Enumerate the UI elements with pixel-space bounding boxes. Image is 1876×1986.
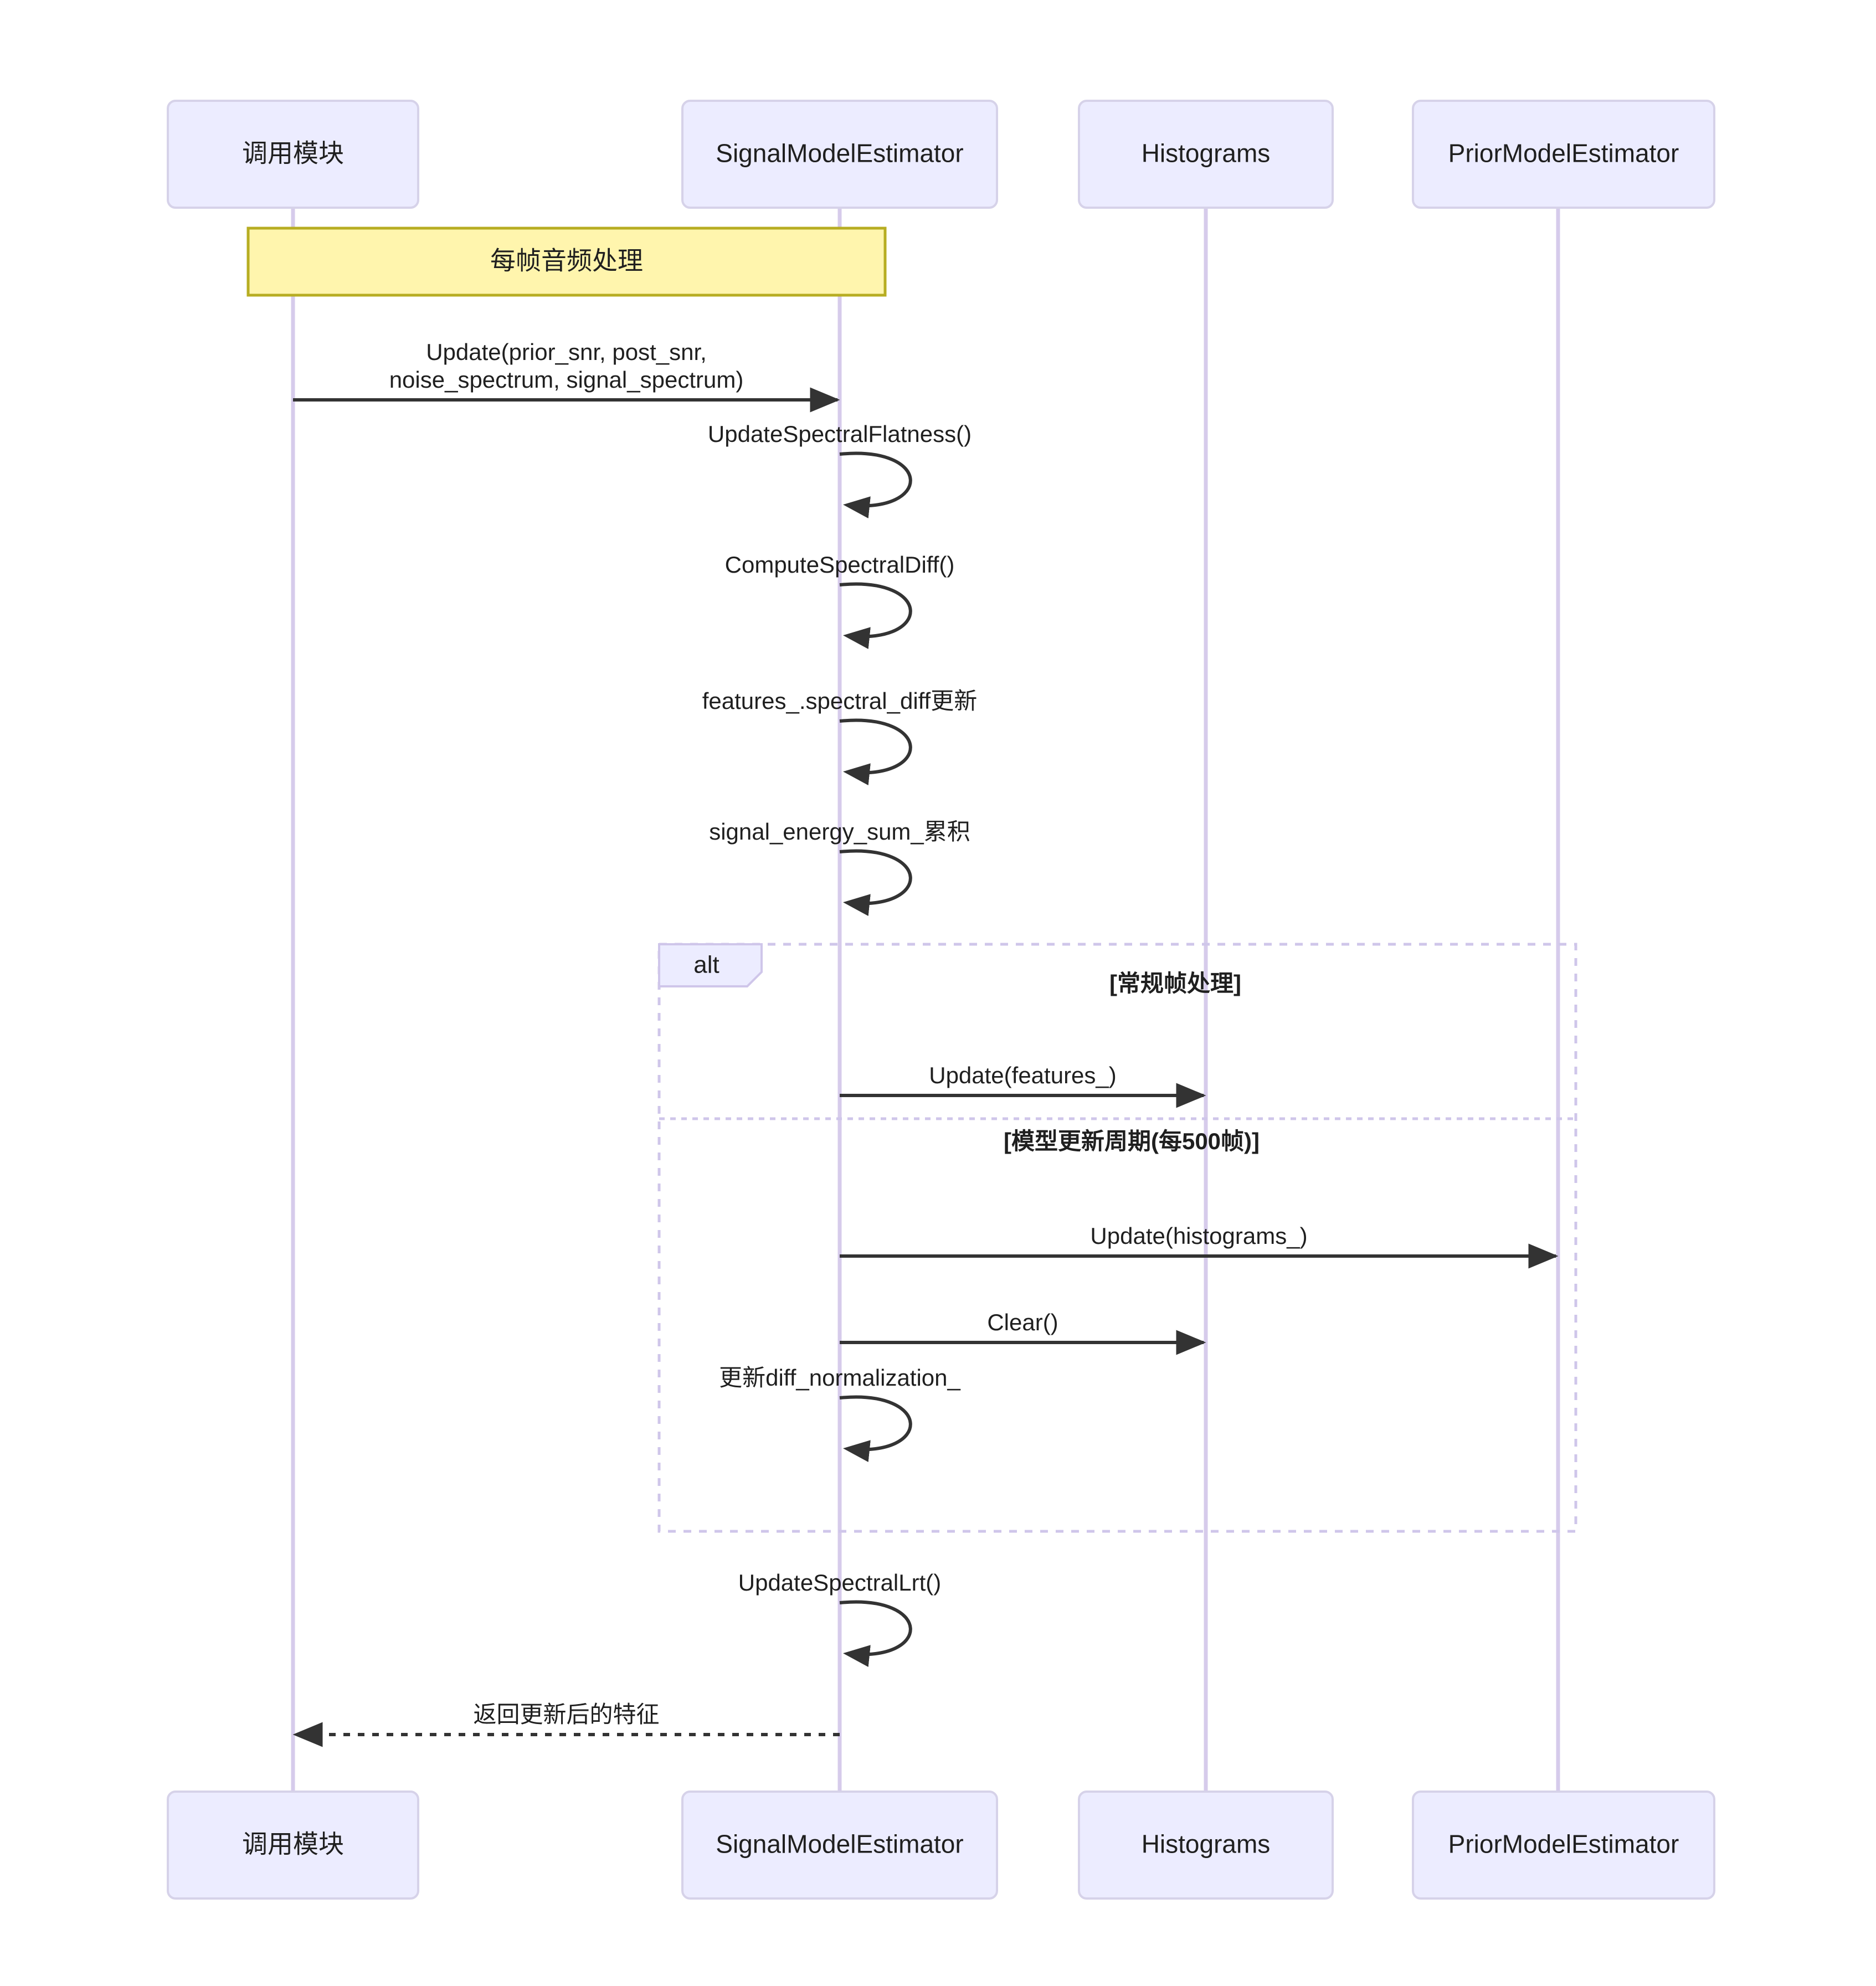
fragment-alt1: alt [常规帧处理] [模型更新周期(每500帧)]	[657, 943, 1577, 1533]
message-label-line-0: UpdateSpectralLrt()	[738, 1570, 942, 1596]
message-m4[interactable]: features_.spectral_diff更新	[702, 688, 977, 785]
message-m2[interactable]: UpdateSpectralFlatness()	[708, 421, 972, 518]
message-m7[interactable]: Update(histograms_)	[840, 1223, 1559, 1269]
participant-box	[1078, 1791, 1334, 1900]
fragment-condition-label-1: [模型更新周期(每500帧)]	[1004, 1128, 1260, 1154]
participant-label: PriorModelEstimator	[1448, 1830, 1679, 1859]
note-box	[246, 227, 887, 297]
note-layer: 每帧音频处理	[246, 227, 887, 297]
message-label-line-0: 更新diff_normalization_	[719, 1365, 960, 1391]
message-label-line-0: UpdateSpectralFlatness()	[708, 421, 972, 447]
self-call-loop	[839, 849, 912, 916]
message-label-line-0: features_.spectral_diff更新	[702, 688, 977, 714]
note-every-frame: 每帧音频处理	[246, 227, 887, 297]
message-m3[interactable]: ComputeSpectralDiff()	[725, 552, 955, 649]
message-label-line-0: signal_energy_sum_累积	[709, 819, 970, 845]
participant-label: 调用模块	[242, 1830, 344, 1859]
participant-box	[167, 100, 419, 209]
message-m9[interactable]: 更新diff_normalization_	[719, 1365, 961, 1462]
note-label: 每帧音频处理	[490, 246, 643, 275]
participant-label: Histograms	[1142, 139, 1271, 168]
participant-box	[1078, 100, 1334, 209]
self-call-loop	[839, 1395, 912, 1462]
self-call-loop	[839, 451, 912, 518]
participant-caller-top[interactable]: 调用模块	[167, 100, 419, 209]
message-label-line-0: ComputeSpectralDiff()	[725, 552, 955, 578]
fragment-operator-label: alt	[693, 951, 719, 979]
participant-label: SignalModelEstimator	[716, 1830, 963, 1859]
self-call-loop	[839, 582, 912, 649]
actor-boxes-top: 调用模块 SignalModelEstimator Histograms PriorM…	[167, 100, 1715, 209]
participant-signal-top[interactable]: SignalModelEstimator	[681, 100, 998, 209]
participant-signal-bottom[interactable]: SignalModelEstimator	[681, 1791, 998, 1900]
fragment-operator-tab	[658, 943, 763, 987]
participant-prior-bottom[interactable]: PriorModelEstimator	[1412, 1791, 1715, 1900]
self-call-loop	[839, 718, 912, 785]
participant-label: Histograms	[1142, 1830, 1271, 1859]
message-m6[interactable]: Update(features_)	[840, 1062, 1206, 1108]
participant-label: 调用模块	[242, 139, 344, 168]
fragment-frame	[657, 943, 1577, 1533]
message-label-line-0: 返回更新后的特征	[473, 1701, 659, 1727]
actor-boxes-bottom: 调用模块 SignalModelEstimator Histograms PriorM…	[167, 1791, 1715, 1900]
participant-box	[1412, 1791, 1715, 1900]
participant-box	[681, 100, 998, 209]
participant-box	[1412, 100, 1715, 209]
messages-layer: Update(prior_snr, post_snr,noise_spectru…	[292, 339, 1559, 1747]
message-m5[interactable]: signal_energy_sum_累积	[709, 819, 970, 916]
self-call-loop	[839, 1600, 912, 1667]
fragment-condition-label-0: [常规帧处理]	[1109, 970, 1241, 996]
message-m8[interactable]: Clear()	[840, 1309, 1206, 1355]
participant-hist-top[interactable]: Histograms	[1078, 100, 1334, 209]
message-label-line-0: Update(features_)	[929, 1062, 1117, 1088]
participant-hist-bottom[interactable]: Histograms	[1078, 1791, 1334, 1900]
participant-box	[167, 1791, 419, 1900]
message-m11[interactable]: 返回更新后的特征	[292, 1701, 840, 1747]
message-m10[interactable]: UpdateSpectralLrt()	[738, 1570, 942, 1667]
lifelines-layer	[291, 208, 1560, 1792]
message-label-line-0: Clear()	[987, 1309, 1058, 1335]
message-m1[interactable]: Update(prior_snr, post_snr,noise_spectru…	[293, 339, 840, 413]
participant-label: PriorModelEstimator	[1448, 139, 1679, 168]
fragments-layer: alt [常规帧处理] [模型更新周期(每500帧)]	[657, 943, 1577, 1533]
participant-label: SignalModelEstimator	[716, 139, 963, 168]
participant-prior-top[interactable]: PriorModelEstimator	[1412, 100, 1715, 209]
message-label-line-0: Update(histograms_)	[1090, 1223, 1307, 1249]
message-label-line-0: Update(prior_snr, post_snr,	[426, 339, 707, 365]
participant-box	[681, 1791, 998, 1900]
participant-caller-bottom[interactable]: 调用模块	[167, 1791, 419, 1900]
message-label-line-1: noise_spectrum, signal_spectrum)	[389, 367, 744, 393]
